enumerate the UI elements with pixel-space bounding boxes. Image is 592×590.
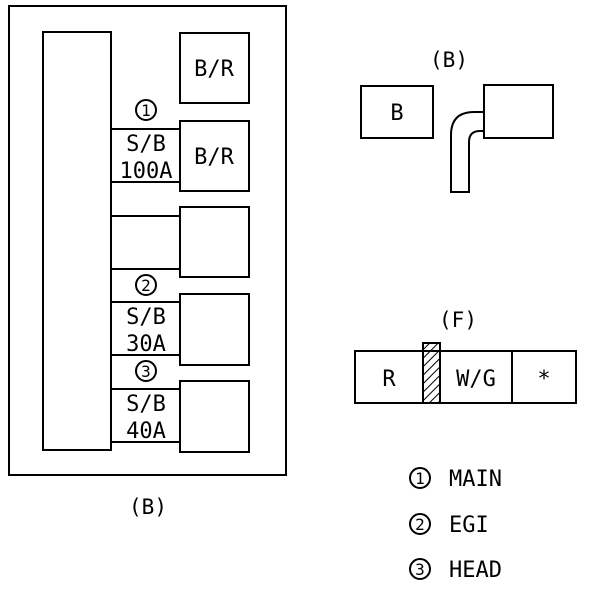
legend-number-2: 2 <box>415 515 425 534</box>
detail-f-cell-2: W/G <box>456 367 496 392</box>
fuse-marker-2 <box>135 274 157 296</box>
fuse-2-rating: 30A <box>126 332 166 357</box>
legend-number-1: 1 <box>415 469 425 488</box>
fuse-box-main-bar <box>42 31 112 451</box>
detail-b-connector-label: B <box>390 101 403 126</box>
connector-1-label: B/R <box>194 57 234 82</box>
fuse-marker-2-number: 2 <box>141 276 151 295</box>
detail-f <box>354 342 577 404</box>
fuse-marker-1 <box>135 99 157 121</box>
detail-b-cable <box>450 111 485 193</box>
fuse-box <box>8 5 287 476</box>
detail-f-hatched-tab <box>422 342 441 404</box>
detail-b <box>360 84 554 193</box>
fuse-marker-1-number: 1 <box>141 101 151 120</box>
connector-4 <box>179 293 250 366</box>
legend-item-head: 3 HEAD <box>409 558 502 583</box>
legend-text-2: EGI <box>449 513 489 538</box>
legend-item-egi: 2 EGI <box>409 513 489 538</box>
fuse-slot-1 <box>110 128 181 183</box>
connector-3 <box>179 206 250 278</box>
connector-2-label: B/R <box>194 145 234 170</box>
detail-b-connector <box>360 85 434 139</box>
fuse-slot-3 <box>110 388 181 443</box>
fuse-1-rating: 100A <box>120 159 173 184</box>
fuse-marker-3 <box>135 360 157 382</box>
fuse-box-outline <box>8 5 287 476</box>
detail-b-mating-connector <box>483 84 554 139</box>
detail-b-title: (B) <box>430 48 468 72</box>
legend-number-3: 3 <box>415 560 425 579</box>
fuse-1-label: S/B <box>126 132 166 157</box>
connector-1 <box>179 32 250 104</box>
detail-f-cell-1: R <box>382 367 396 392</box>
legend: 1 MAIN 2 EGI 3 HEAD <box>409 467 502 583</box>
fuse-slot-2 <box>110 301 181 356</box>
fuse-3-label: S/B <box>126 392 166 417</box>
legend-marker-2 <box>409 513 431 535</box>
legend-text-1: MAIN <box>449 467 502 492</box>
fuse-slot-empty <box>110 215 181 270</box>
fuse-2-label: S/B <box>126 305 166 330</box>
fuse-marker-3-number: 3 <box>141 362 151 381</box>
detail-f-connector <box>354 350 577 404</box>
detail-f-cell-3: * <box>537 367 550 392</box>
fuse-box-caption: (B) <box>129 495 167 519</box>
legend-marker-1 <box>409 467 431 489</box>
legend-item-main: 1 MAIN <box>409 467 502 492</box>
legend-marker-3 <box>409 558 431 580</box>
connector-5 <box>179 380 250 453</box>
fuse-3-rating: 40A <box>126 419 166 444</box>
detail-f-title: (F) <box>439 308 477 332</box>
legend-text-3: HEAD <box>449 558 502 583</box>
